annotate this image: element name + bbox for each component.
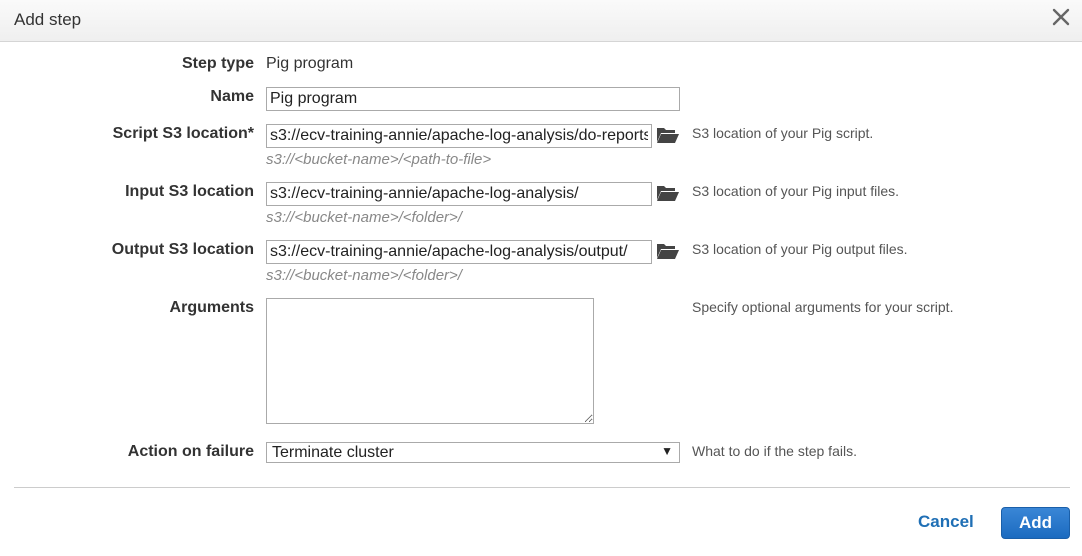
output-location-hint: s3://<bucket-name>/<folder>/ bbox=[266, 267, 462, 284]
output-location-label: Output S3 location bbox=[111, 241, 254, 258]
dialog-header: Add step bbox=[0, 0, 1082, 42]
dropdown-arrow-icon: ▼ bbox=[661, 444, 673, 458]
close-icon[interactable] bbox=[1050, 6, 1072, 28]
input-location-input[interactable] bbox=[266, 182, 652, 206]
action-on-failure-label: Action on failure bbox=[127, 443, 254, 460]
cancel-button[interactable]: Cancel bbox=[918, 512, 974, 531]
script-location-hint: s3://<bucket-name>/<path-to-file> bbox=[266, 151, 492, 168]
name-input[interactable] bbox=[266, 87, 680, 111]
name-label: Name bbox=[210, 88, 254, 105]
folder-open-icon[interactable] bbox=[656, 184, 680, 202]
add-button[interactable]: Add bbox=[1001, 507, 1070, 539]
script-location-input[interactable] bbox=[266, 124, 652, 148]
script-location-help: S3 location of your Pig script. bbox=[692, 125, 874, 141]
action-on-failure-select[interactable]: Terminate cluster ▼ bbox=[266, 442, 680, 463]
arguments-label: Arguments bbox=[169, 299, 254, 316]
script-location-label: Script S3 location* bbox=[112, 125, 254, 142]
output-location-input[interactable] bbox=[266, 240, 652, 264]
input-location-hint: s3://<bucket-name>/<folder>/ bbox=[266, 209, 462, 226]
input-location-help: S3 location of your Pig input files. bbox=[692, 183, 900, 199]
folder-open-icon[interactable] bbox=[656, 242, 680, 260]
action-on-failure-selected: Terminate cluster bbox=[272, 444, 394, 461]
action-on-failure-help: What to do if the step fails. bbox=[692, 443, 857, 459]
step-type-label: Step type bbox=[181, 55, 254, 72]
output-location-help: S3 location of your Pig output files. bbox=[692, 241, 908, 257]
input-location-label: Input S3 location bbox=[125, 183, 254, 200]
arguments-help: Specify optional arguments for your scri… bbox=[692, 299, 954, 315]
dialog-title: Add step bbox=[14, 10, 82, 29]
step-type-value: Pig program bbox=[266, 55, 354, 72]
arguments-textarea[interactable] bbox=[266, 298, 594, 424]
folder-open-icon[interactable] bbox=[656, 126, 680, 144]
footer-divider bbox=[14, 487, 1070, 488]
